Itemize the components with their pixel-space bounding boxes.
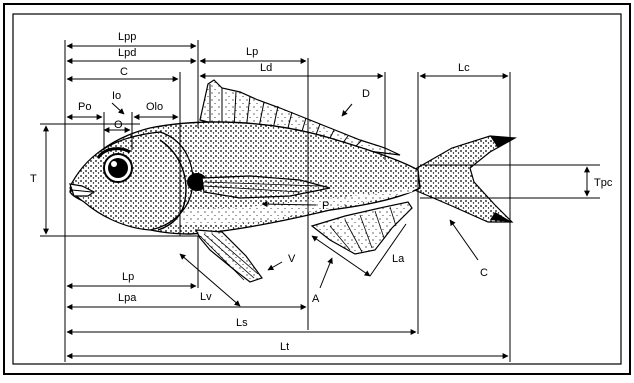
label-lpp: Lpp (118, 31, 136, 43)
label-ld: Ld (260, 62, 272, 74)
label-v: V (288, 253, 296, 265)
label-lpa: Lpa (118, 292, 137, 304)
label-tpc: Tpc (594, 177, 613, 189)
label-lpd: Lpd (118, 47, 136, 59)
label-o: O (114, 119, 123, 131)
label-t: T (30, 173, 37, 185)
label-p: P (322, 200, 329, 212)
label-po: Po (78, 101, 91, 113)
label-d: D (362, 88, 370, 100)
label-lp-top: Lp (246, 46, 258, 58)
label-ls: Ls (236, 317, 248, 329)
label-la: La (392, 253, 405, 265)
label-lt: Lt (280, 341, 289, 353)
label-olo: Olo (146, 101, 163, 113)
label-c-head: C (120, 66, 128, 78)
label-lp-bottom: Lp (122, 271, 134, 283)
pupil (108, 158, 128, 178)
label-c-tail: C (480, 267, 488, 279)
label-a: A (312, 293, 320, 305)
label-io: Io (112, 90, 121, 102)
label-lv: Lv (200, 291, 212, 303)
label-lc: Lc (458, 62, 470, 74)
eye-highlight (111, 161, 117, 167)
